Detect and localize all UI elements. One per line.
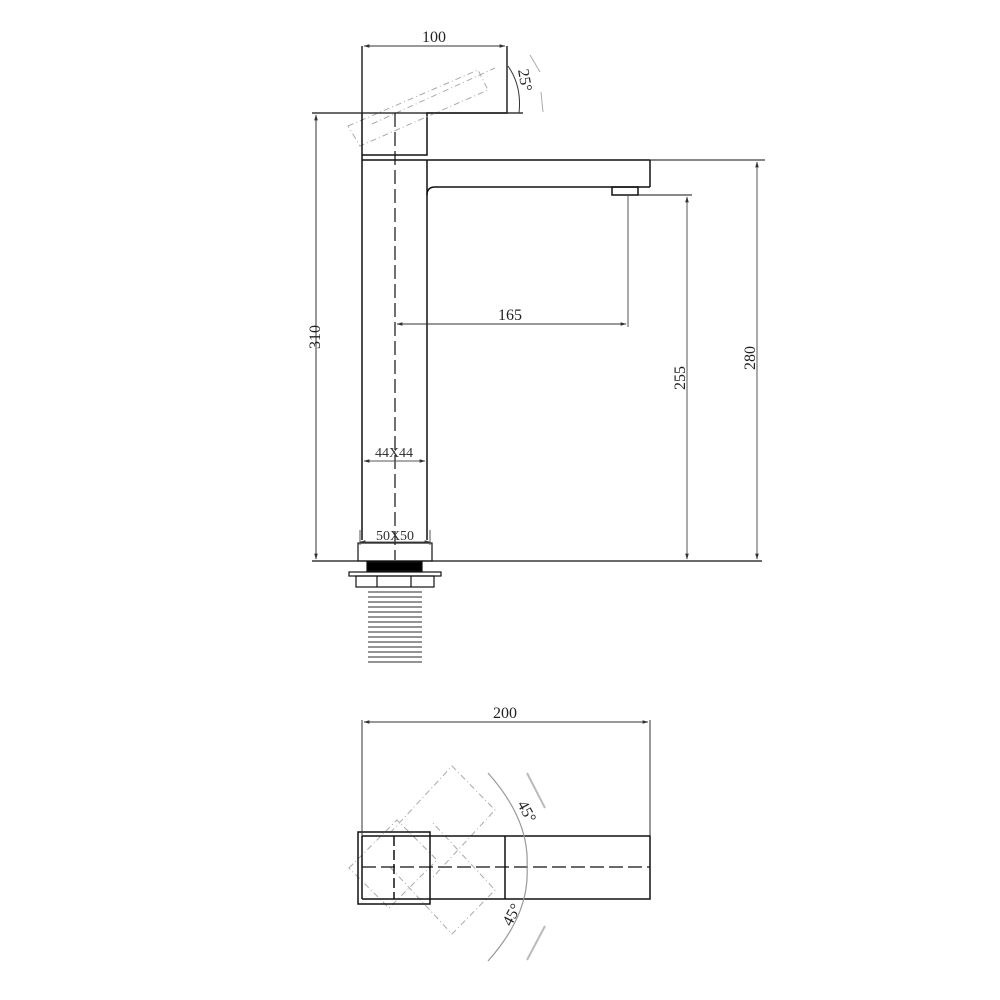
handle <box>361 46 508 156</box>
dim-handle-angle: 25° <box>507 54 544 114</box>
dim-overall-length: 200 <box>361 705 651 836</box>
tap-body <box>361 113 651 540</box>
dim-spout-reach: 165 <box>396 196 629 327</box>
rotation-arc <box>487 772 528 962</box>
dim-label-45deg-upper: 45° <box>513 798 539 826</box>
dim-label-310: 310 <box>307 325 324 349</box>
base-square-top <box>357 831 431 905</box>
top-view: 200 45° 45° <box>348 705 651 962</box>
dim-label-200: 200 <box>493 705 517 722</box>
dim-label-25deg: 25° <box>514 68 535 93</box>
dim-body-section: 44X44 <box>363 446 426 463</box>
threaded-shank <box>368 591 422 663</box>
dim-total-height: 310 <box>307 114 324 560</box>
base-plate <box>348 542 442 588</box>
dim-handle-length: 100 <box>361 29 508 113</box>
dim-label-280: 280 <box>742 346 759 370</box>
dim-label-45deg-lower: 45° <box>500 901 526 929</box>
dim-label-165: 165 <box>498 307 522 324</box>
handle-rotated-ghost <box>347 67 496 147</box>
dim-label-255: 255 <box>672 366 689 390</box>
side-view: 100 25° 310 280 255 165 <box>307 29 765 663</box>
dim-label-100: 100 <box>422 29 446 46</box>
dim-base-section: 50X50 <box>359 529 431 545</box>
dim-spout-height: 280 <box>650 159 765 560</box>
handle-rotated-ghost-top <box>348 765 496 935</box>
dim-label-50x50: 50X50 <box>376 529 414 544</box>
dim-outlet-height: 255 <box>638 194 692 560</box>
dim-label-44x44: 44X44 <box>375 446 413 461</box>
